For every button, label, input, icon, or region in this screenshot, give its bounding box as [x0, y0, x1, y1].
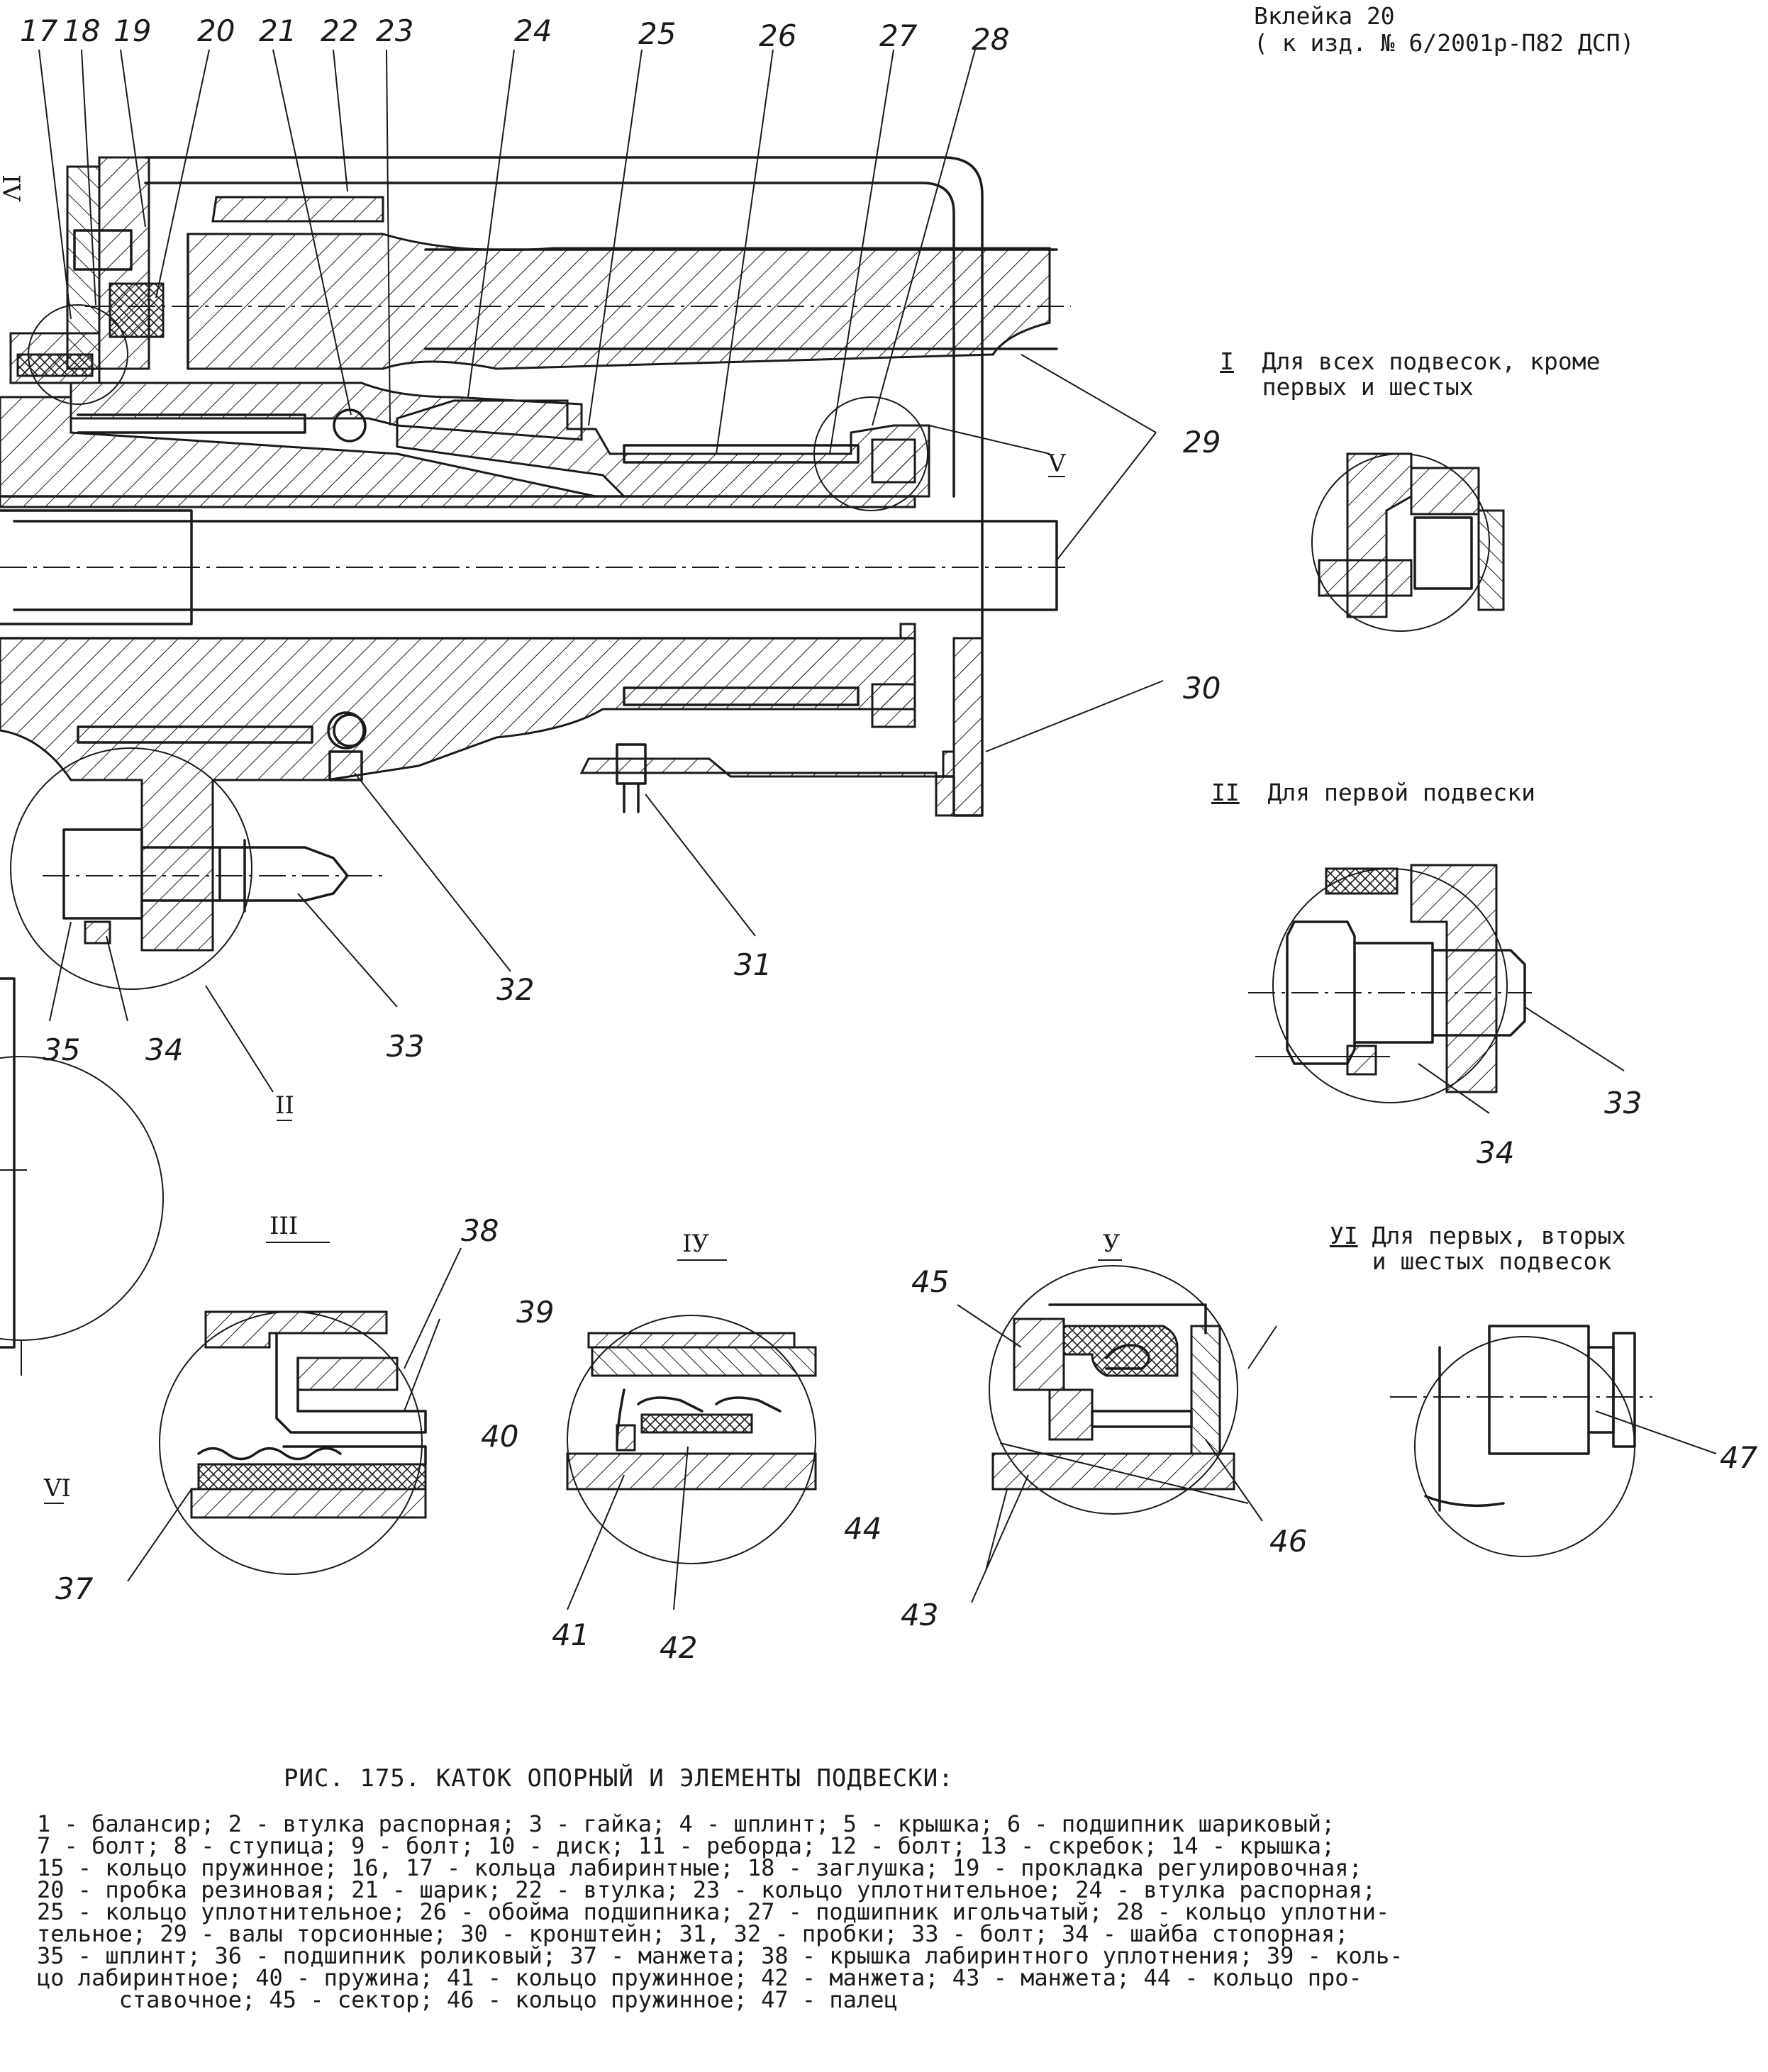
- callout-44: 44: [844, 1511, 882, 1546]
- callout-28: 28: [972, 22, 1009, 57]
- detail-view-V: [989, 1265, 1238, 1515]
- callout-27: 27: [879, 18, 918, 53]
- callout-42: 42: [660, 1630, 697, 1665]
- detail-note-II: II Для первой подвески: [1211, 780, 1535, 806]
- detail-note-II-roman: II: [1211, 779, 1240, 806]
- callout-25: 25: [638, 16, 676, 51]
- view-label-v: У: [1103, 1230, 1121, 1258]
- callout-32: 32: [496, 972, 534, 1007]
- callout-22: 22: [321, 13, 358, 48]
- detail-note-I: I Для всех подвесок, кроме первых и шест…: [1220, 349, 1600, 400]
- callout-34-detail: 34: [1477, 1135, 1514, 1170]
- callout-41: 41: [552, 1617, 589, 1652]
- detail-view-III: [159, 1310, 427, 1575]
- callout-20: 20: [197, 13, 235, 48]
- detail-note-VI-text: Для первых, вторых и шестых подвесок: [1372, 1222, 1626, 1275]
- callout-numbers: 17 18 19 20 21 22 23 24 25 26 27 28 29 3…: [20, 13, 1758, 1665]
- section-marks: IV V II VI III IУ У: [0, 174, 1122, 1504]
- view-label-iv: IУ: [682, 1230, 709, 1258]
- header-line-2: ( к изд. № 6/2001р-П82 ДСП): [1254, 29, 1635, 57]
- figure-title: РИС. 175. КАТОК ОПОРНЫЙ И ЭЛЕМЕНТЫ ПОДВЕ…: [284, 1764, 954, 1793]
- callout-17: 17: [20, 13, 58, 48]
- callout-26: 26: [759, 18, 796, 53]
- main-section-view: [0, 156, 1071, 1349]
- callout-35: 35: [43, 1032, 80, 1067]
- mark-vi: VI: [43, 1474, 71, 1503]
- mark-iv: IV: [0, 174, 25, 202]
- detail-view-VI: [1390, 1325, 1652, 1557]
- callout-33: 33: [387, 1029, 424, 1064]
- detail-note-VI: УI Для первых, вторых и шестых подвесок: [1330, 1223, 1625, 1274]
- callout-18: 18: [62, 13, 100, 48]
- detail-note-VI-roman: УI: [1330, 1222, 1358, 1249]
- callout-23: 23: [376, 13, 413, 48]
- callout-40: 40: [481, 1419, 518, 1454]
- detail-note-I-roman: I: [1220, 347, 1234, 375]
- callout-19: 19: [113, 13, 151, 48]
- mark-ii: II: [275, 1091, 294, 1120]
- callout-21: 21: [259, 13, 296, 48]
- callout-46: 46: [1269, 1524, 1307, 1559]
- mark-v: V: [1047, 450, 1067, 478]
- detail-view-I: [1311, 452, 1505, 632]
- figure-legend: 1 - балансир; 2 - втулка распорная; 3 - …: [37, 1810, 1403, 2013]
- detail-note-I-text: Для всех подвесок, кроме первых и шестых: [1262, 347, 1601, 401]
- callout-43: 43: [901, 1598, 938, 1632]
- detail-note-II-text: Для первой подвески: [1267, 779, 1536, 806]
- callout-30: 30: [1183, 671, 1221, 706]
- callout-38: 38: [461, 1213, 499, 1248]
- callout-34: 34: [145, 1032, 183, 1067]
- callout-24: 24: [514, 13, 552, 48]
- callout-37: 37: [55, 1571, 94, 1606]
- callout-31: 31: [734, 947, 772, 982]
- callout-29: 29: [1183, 425, 1221, 459]
- callout-47: 47: [1720, 1440, 1758, 1475]
- detail-view-II: [1248, 864, 1532, 1103]
- header-note: Вклейка 20 ( к изд. № 6/2001р-П82 ДСП): [1254, 3, 1634, 57]
- detail-view-IV: [566, 1315, 817, 1564]
- view-label-iii: III: [269, 1212, 298, 1240]
- callout-39: 39: [516, 1295, 554, 1330]
- callout-33-detail: 33: [1604, 1086, 1642, 1120]
- callout-45: 45: [911, 1264, 949, 1299]
- header-line-1: Вклейка 20: [1254, 2, 1395, 30]
- callout-leaders: [21, 49, 1717, 1610]
